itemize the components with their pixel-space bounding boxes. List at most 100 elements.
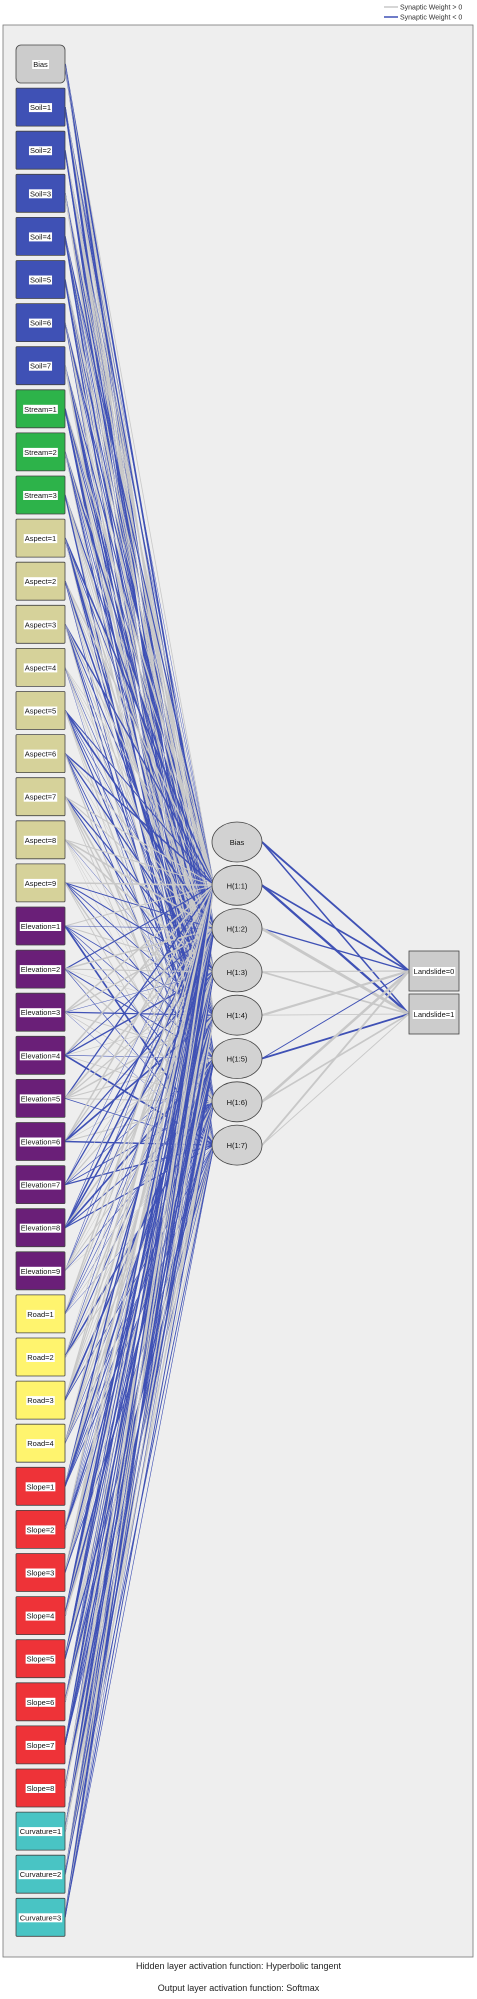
input-hidden-edge	[64, 753, 215, 886]
input-node-label-bg	[25, 1525, 56, 1535]
input-node-label: Aspect=2	[25, 577, 56, 586]
hidden-output-connections	[261, 841, 410, 1146]
legend-negative-label: Synaptic Weight < 0	[400, 15, 462, 22]
input-hidden-edge	[64, 885, 215, 1918]
output-node: Landslide=1	[408, 993, 460, 1035]
input-hidden-edge	[64, 971, 215, 1918]
input-node: Soil=3	[15, 173, 66, 213]
input-node: Elevation=1	[15, 906, 66, 946]
output-activation-note: Output layer activation function: Softma…	[157, 1983, 320, 1993]
hidden-node-circle	[211, 908, 263, 949]
input-node-label-bg	[23, 749, 58, 759]
input-hidden-edge	[64, 885, 215, 1444]
hidden-node-circle	[211, 994, 263, 1036]
hidden-node: H(1:6)	[211, 1081, 263, 1123]
hidden-output-edge	[261, 970, 410, 973]
input-node: Aspect=7	[15, 777, 66, 817]
hidden-output-edge	[261, 884, 410, 972]
input-hidden-edge	[64, 580, 215, 886]
input-node-label-bg	[25, 1611, 56, 1621]
output-node-label-bg	[412, 967, 456, 976]
hidden-node-label: H(1:3)	[227, 968, 248, 977]
input-node-label-bg	[25, 1697, 56, 1707]
input-hidden-edge	[64, 885, 215, 1702]
input-node: Road=3	[15, 1380, 66, 1420]
input-node-label: Elevation=4	[21, 1051, 60, 1060]
input-node: Slope=8	[15, 1768, 66, 1808]
hidden-node: H(1:3)	[211, 951, 263, 993]
input-node: Slope=3	[15, 1553, 66, 1592]
hidden-node: H(1:7)	[211, 1124, 263, 1166]
input-hidden-edge	[64, 193, 215, 886]
input-node-label-bg	[25, 1740, 56, 1750]
hidden-node-circle	[211, 1038, 263, 1079]
input-node-label-bg	[19, 1051, 62, 1061]
input-hidden-edge	[64, 884, 215, 1142]
hidden-output-edge	[261, 841, 410, 972]
input-node-label: Bias	[33, 60, 48, 69]
hidden-node: H(1:1)	[211, 864, 263, 906]
input-node-label: Slope=8	[27, 1784, 55, 1793]
input-node-label: Stream=3	[24, 491, 57, 500]
input-hidden-edge	[64, 408, 215, 886]
input-node-label: Soil=2	[30, 146, 51, 155]
input-node-label-bg	[28, 361, 53, 371]
input-node-label-bg	[19, 1266, 62, 1276]
input-node: Road=1	[15, 1294, 66, 1334]
input-hidden-edge	[64, 322, 215, 886]
input-node-label: Soil=6	[30, 319, 51, 328]
input-node: Stream=3	[15, 475, 66, 515]
input-hidden-edge	[64, 107, 215, 886]
input-hidden-edge	[64, 623, 215, 886]
input-node-label-bg	[28, 146, 53, 156]
input-hidden-edge	[64, 885, 215, 1789]
input-node: Slope=5	[15, 1639, 66, 1679]
input-hidden-connections	[64, 63, 215, 1918]
input-node: Curvature=3	[15, 1897, 66, 1937]
hidden-node-label: H(1:2)	[227, 925, 248, 934]
input-node-label: Aspect=8	[25, 836, 56, 845]
hidden-node-circle	[211, 1124, 263, 1166]
hidden-node-label: H(1:6)	[227, 1098, 248, 1107]
input-hidden-edge	[64, 885, 215, 1185]
input-node: Elevation=7	[15, 1165, 66, 1204]
input-node: Elevation=8	[15, 1208, 66, 1248]
input-node: Curvature=2	[15, 1854, 66, 1894]
hidden-node: H(1:2)	[211, 908, 263, 949]
input-node-label: Slope=1	[27, 1482, 55, 1491]
input-hidden-edge	[64, 885, 215, 1401]
input-node: Aspect=6	[15, 734, 66, 773]
input-node-label-bg	[28, 189, 53, 199]
input-node: Curvature=1	[15, 1811, 66, 1851]
input-node-label-bg	[23, 792, 58, 802]
input-layer: BiasSoil=1Soil=2Soil=3Soil=4Soil=5Soil=6…	[15, 44, 66, 1937]
hidden-node-circle	[211, 1081, 263, 1123]
input-node: Aspect=8	[15, 820, 66, 860]
input-hidden-edge	[64, 885, 215, 1616]
input-node-label-bg	[26, 1396, 55, 1406]
hidden-output-edge	[261, 970, 410, 1059]
input-node: Aspect=3	[15, 604, 66, 644]
input-hidden-edge	[64, 884, 215, 927]
input-hidden-edge	[64, 885, 215, 1832]
input-hidden-edge	[64, 839, 215, 886]
input-hidden-edge	[64, 884, 215, 1013]
input-node-label-bg	[32, 60, 50, 69]
input-node-label: Stream=2	[24, 448, 57, 457]
input-node-label: Aspect=7	[25, 793, 56, 802]
input-node-label-bg	[26, 1309, 55, 1319]
input-hidden-edge	[64, 885, 215, 1573]
input-hidden-edge	[64, 885, 215, 1487]
input-hidden-edge	[64, 885, 215, 1530]
input-hidden-edge	[64, 1015, 215, 1918]
input-node-label-bg	[18, 1827, 63, 1837]
input-node-label: Road=3	[27, 1396, 53, 1405]
input-node-label: Elevation=7	[21, 1181, 60, 1190]
input-node: Soil=5	[15, 260, 66, 299]
input-node-label-bg	[19, 922, 62, 931]
input-node-label: Slope=7	[27, 1741, 55, 1750]
input-node-label: Aspect=4	[25, 663, 56, 672]
input-hidden-edge	[64, 537, 215, 886]
input-hidden-edge	[64, 150, 215, 886]
